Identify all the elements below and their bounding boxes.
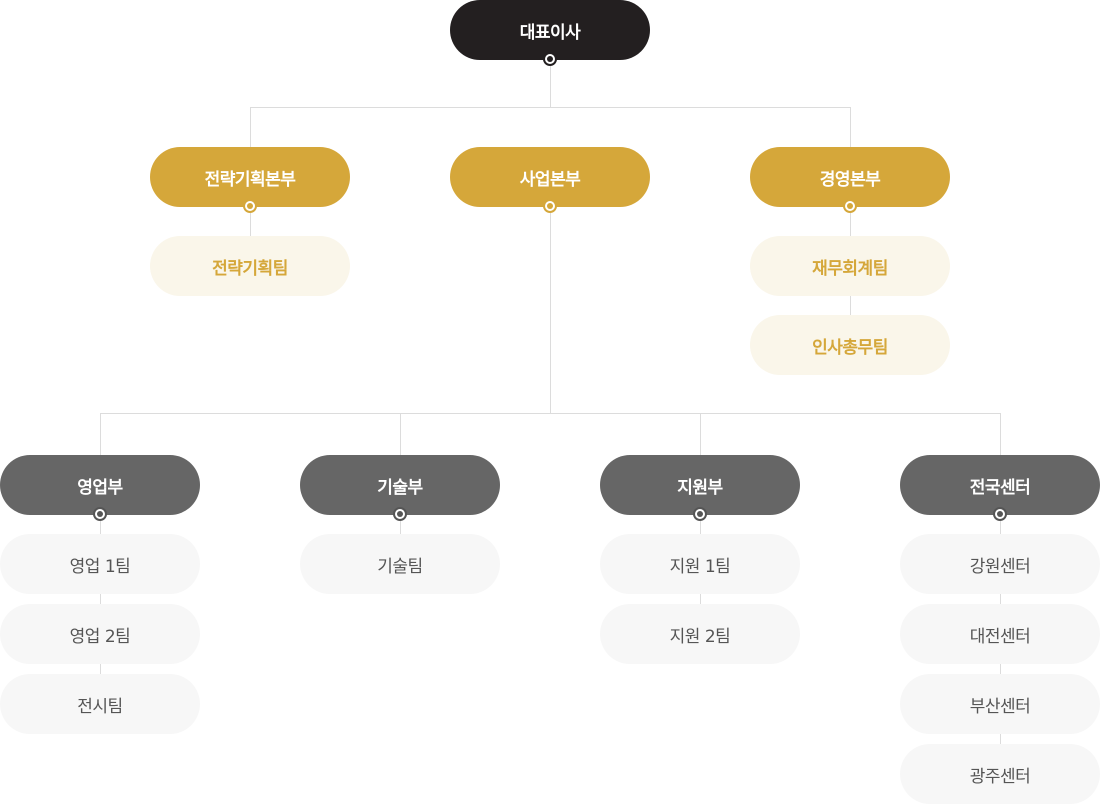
team-exhibition[interactable]: 전시팀 <box>0 674 200 734</box>
team-strategy-planning[interactable]: 전략기획팀 <box>150 236 350 296</box>
team-label: 대전센터 <box>969 626 1031 647</box>
center-gangwon[interactable]: 강원센터 <box>900 534 1100 594</box>
connector-department-2-vertical <box>400 413 401 455</box>
center-daejeon[interactable]: 대전센터 <box>900 604 1100 664</box>
team-label: 지원 1팀 <box>669 556 731 577</box>
division-connector-dot-icon <box>543 199 557 213</box>
team-technology[interactable]: 기술팀 <box>300 534 500 594</box>
team-label: 광주센터 <box>969 766 1031 787</box>
connector-department-4-vertical <box>1000 413 1001 455</box>
team-sales-2[interactable]: 영업 2팀 <box>0 604 200 664</box>
division-management[interactable]: 경영본부 <box>750 147 950 213</box>
team-label: 전략기획팀 <box>212 258 288 279</box>
department-label: 영업부 <box>77 477 123 498</box>
center-busan[interactable]: 부산센터 <box>900 674 1100 734</box>
connector-division-3-vertical <box>850 107 851 147</box>
team-label: 영업 2팀 <box>69 626 131 647</box>
department-sales[interactable]: 영업부 <box>0 455 200 521</box>
department-label: 지원부 <box>677 477 723 498</box>
center-gwangju[interactable]: 광주센터 <box>900 744 1100 804</box>
department-connector-dot-icon <box>993 507 1007 521</box>
division-label: 사업본부 <box>519 169 581 190</box>
connector-ceo-vertical <box>550 60 551 107</box>
connector-department-1-teams <box>100 515 101 675</box>
department-connector-dot-icon <box>693 507 707 521</box>
connector-department-horizontal <box>100 413 1001 414</box>
team-support-1[interactable]: 지원 1팀 <box>600 534 800 594</box>
department-connector-dot-icon <box>93 507 107 521</box>
department-label: 기술부 <box>377 477 423 498</box>
team-hr-general-affairs[interactable]: 인사총무팀 <box>750 315 950 375</box>
connector-division-1-vertical <box>250 107 251 147</box>
division-connector-dot-icon <box>243 199 257 213</box>
team-label: 재무회계팀 <box>812 258 888 279</box>
division-connector-dot-icon <box>843 199 857 213</box>
department-national-centers[interactable]: 전국센터 <box>900 455 1100 521</box>
connector-department-2-teams <box>400 515 401 535</box>
division-label: 경영본부 <box>819 169 881 190</box>
ceo-label: 대표이사 <box>519 22 581 43</box>
department-support[interactable]: 지원부 <box>600 455 800 521</box>
team-label: 지원 2팀 <box>669 626 731 647</box>
team-label: 인사총무팀 <box>812 337 888 358</box>
division-label: 전략기획본부 <box>204 169 296 190</box>
connector-division-2-down <box>550 207 551 414</box>
connector-department-1-vertical <box>100 413 101 455</box>
team-label: 기술팀 <box>377 556 423 577</box>
connector-department-3-vertical <box>700 413 701 455</box>
team-finance-accounting[interactable]: 재무회계팀 <box>750 236 950 296</box>
department-connector-dot-icon <box>393 507 407 521</box>
team-sales-1[interactable]: 영업 1팀 <box>0 534 200 594</box>
ceo-connector-dot-icon <box>543 52 557 66</box>
team-label: 부산센터 <box>969 696 1031 717</box>
department-label: 전국센터 <box>969 477 1031 498</box>
ceo-node[interactable]: 대표이사 <box>450 0 650 66</box>
team-support-2[interactable]: 지원 2팀 <box>600 604 800 664</box>
team-label: 영업 1팀 <box>69 556 131 577</box>
division-business[interactable]: 사업본부 <box>450 147 650 213</box>
department-technology[interactable]: 기술부 <box>300 455 500 521</box>
connector-division-1-team <box>250 207 251 237</box>
team-label: 전시팀 <box>77 696 123 717</box>
division-strategy-planning[interactable]: 전략기획본부 <box>150 147 350 213</box>
team-label: 강원센터 <box>969 556 1031 577</box>
connector-division-horizontal <box>250 107 851 108</box>
